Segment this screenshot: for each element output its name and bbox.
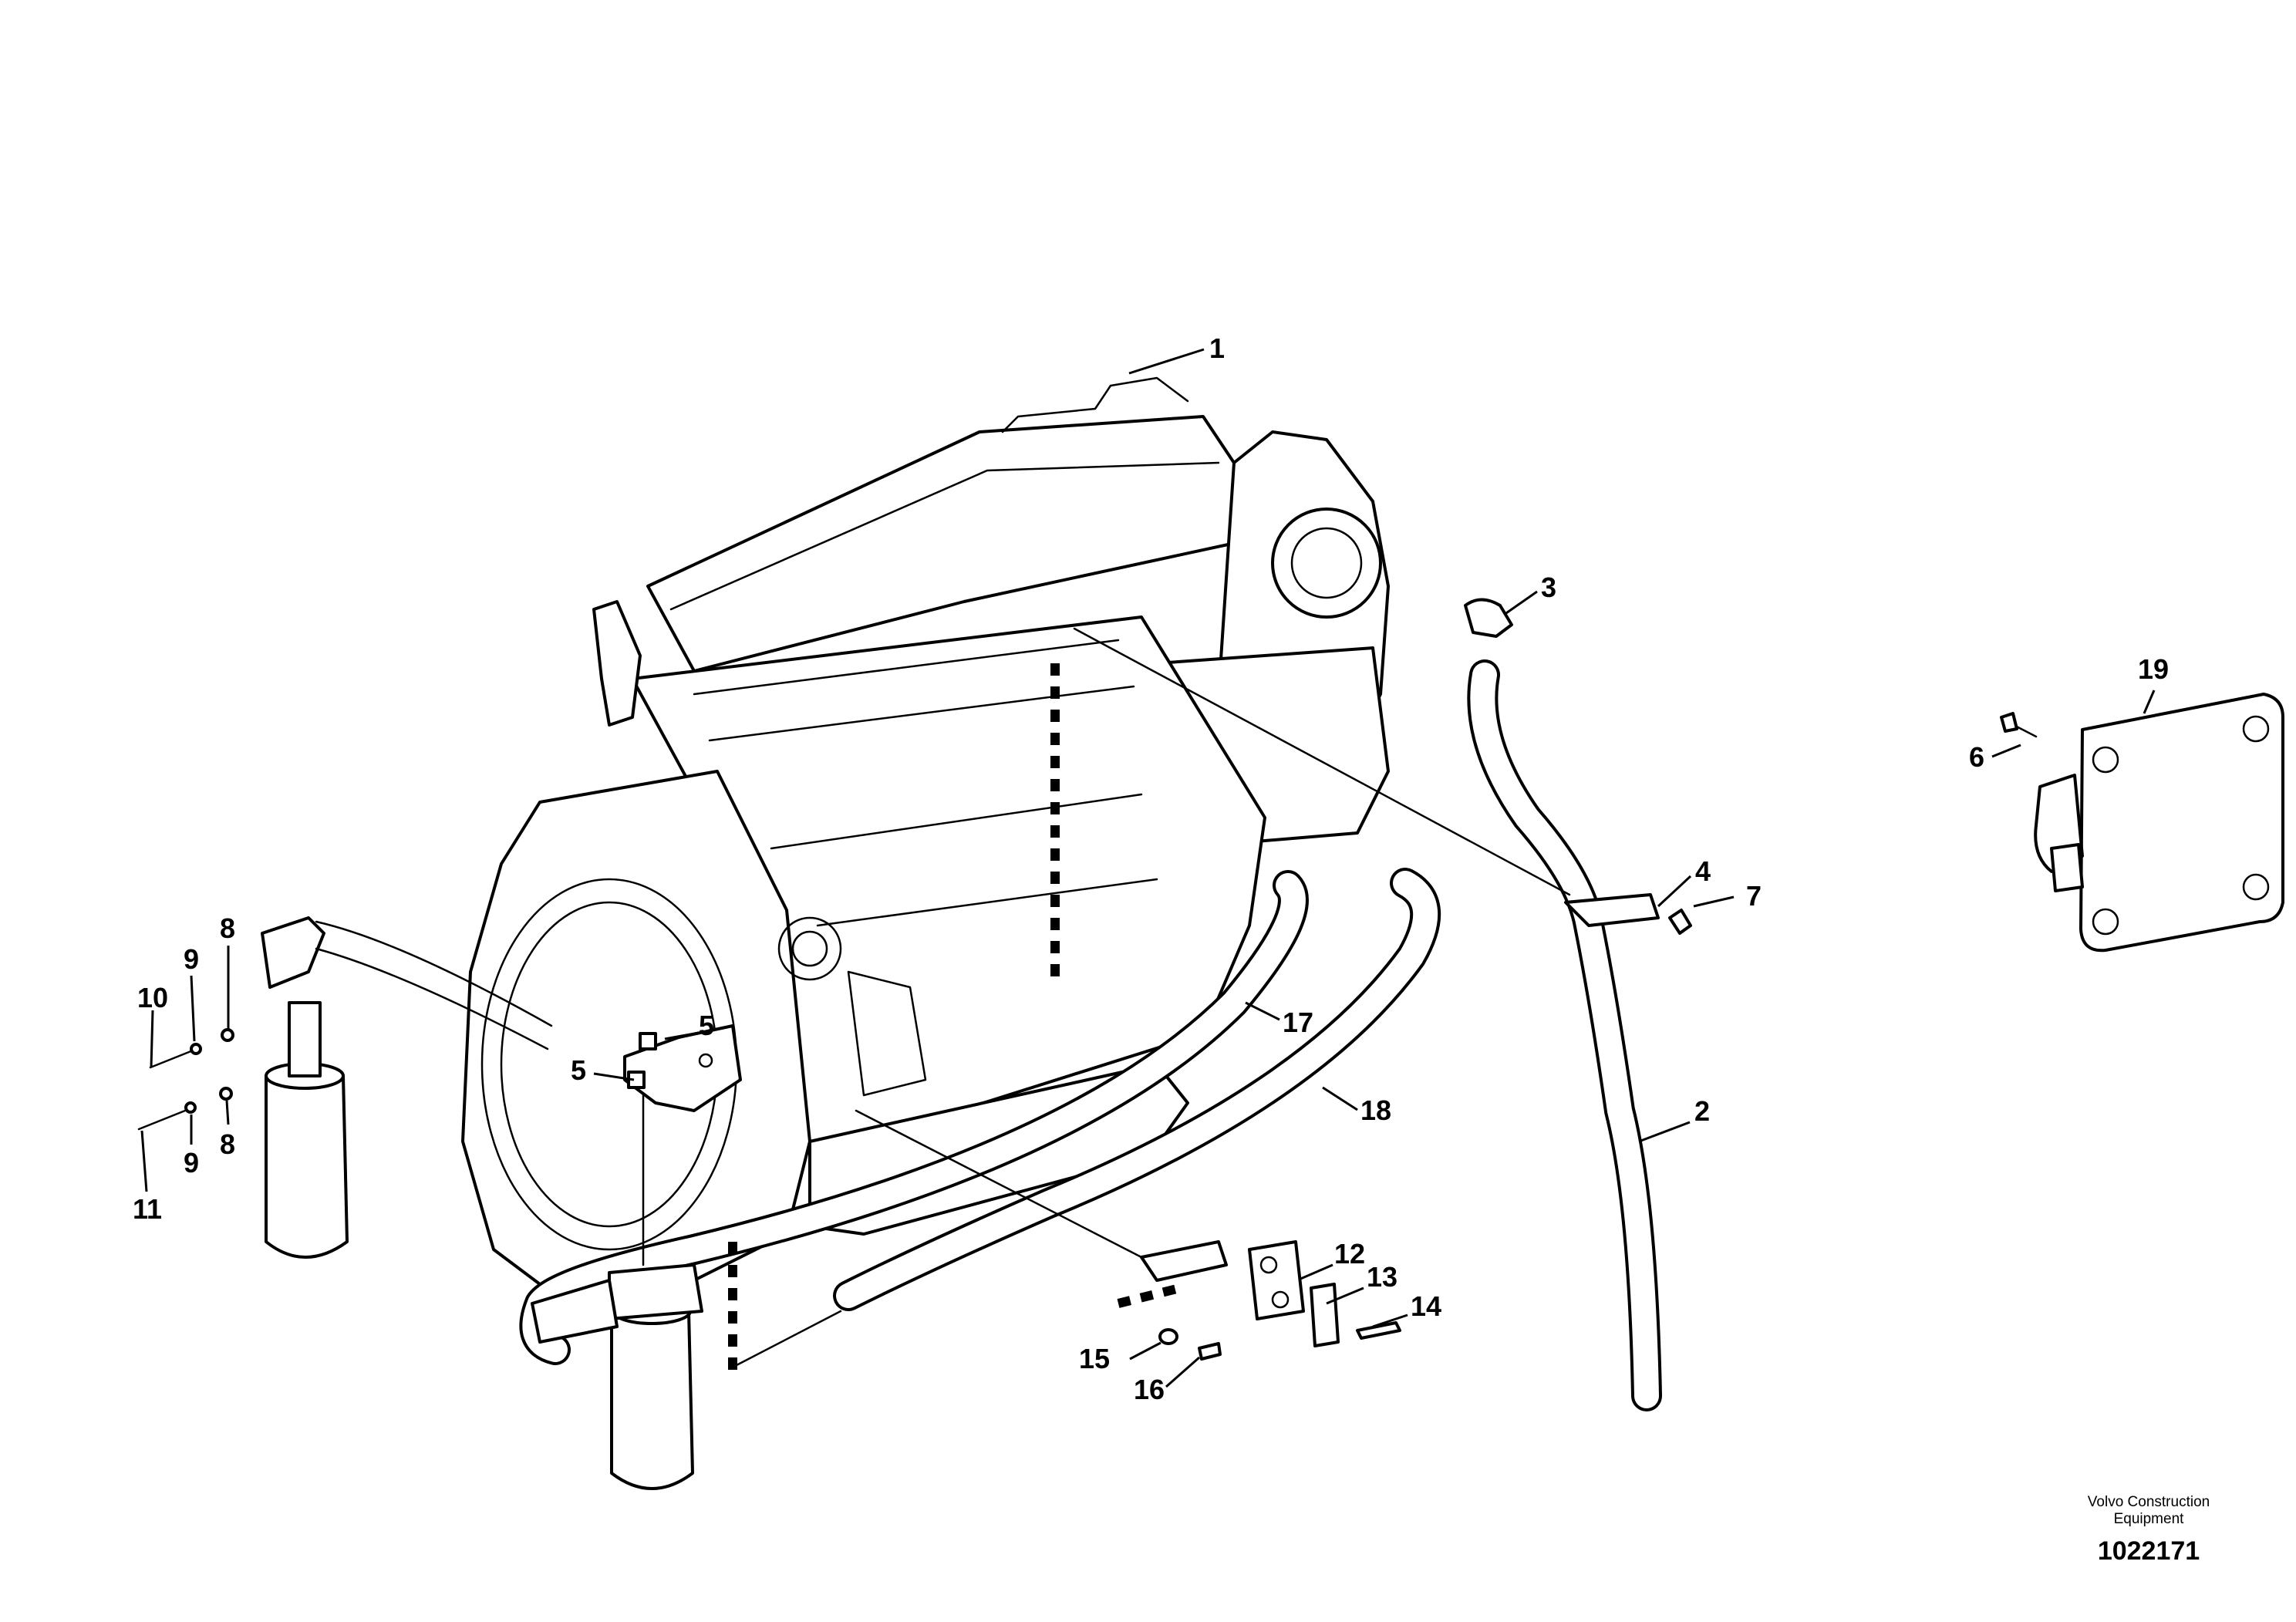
oil-filter-bottom	[531, 1094, 703, 1490]
hose-18	[833, 868, 1441, 1311]
callout-9b: 9	[184, 1147, 199, 1179]
bolt-7	[1668, 909, 1692, 935]
bracket-5	[623, 1024, 742, 1112]
engine-block	[461, 376, 1390, 1297]
callout-7: 7	[1746, 880, 1762, 912]
callout-11: 11	[133, 1193, 162, 1225]
callout-9a: 9	[184, 943, 199, 975]
callout-3: 3	[1541, 572, 1556, 603]
callout-16: 16	[1134, 1374, 1165, 1405]
callout-14: 14	[1411, 1290, 1441, 1322]
oil-filter-left	[261, 916, 553, 1259]
pipe-2	[1073, 598, 1662, 1411]
ecu-19	[2000, 693, 2284, 953]
reference-line	[735, 1310, 842, 1367]
callout-18: 18	[1360, 1094, 1391, 1126]
callout-6: 6	[1969, 741, 1984, 773]
callout-13: 13	[1367, 1261, 1397, 1293]
block-parts-12-16	[855, 1109, 1401, 1361]
callout-4: 4	[1695, 855, 1711, 887]
drawing-number: 1022171	[2098, 1536, 2200, 1566]
leader-lines	[140, 348, 2156, 1388]
callout-17: 17	[1283, 1007, 1313, 1038]
callout-8b: 8	[220, 1128, 235, 1160]
callout-5b: 5	[571, 1054, 586, 1086]
callout-8a: 8	[220, 912, 235, 944]
company-name-line2: Equipment	[2114, 1511, 2185, 1527]
callout-2: 2	[1694, 1095, 1710, 1127]
callout-10: 10	[137, 982, 168, 1013]
callout-5a: 5	[699, 1010, 714, 1041]
company-name-line1: Volvo Construction	[2088, 1494, 2210, 1510]
callout-15: 15	[1079, 1343, 1110, 1374]
callout-1: 1	[1209, 332, 1225, 364]
callout-12: 12	[1334, 1238, 1365, 1270]
callout-19: 19	[2138, 653, 2169, 685]
